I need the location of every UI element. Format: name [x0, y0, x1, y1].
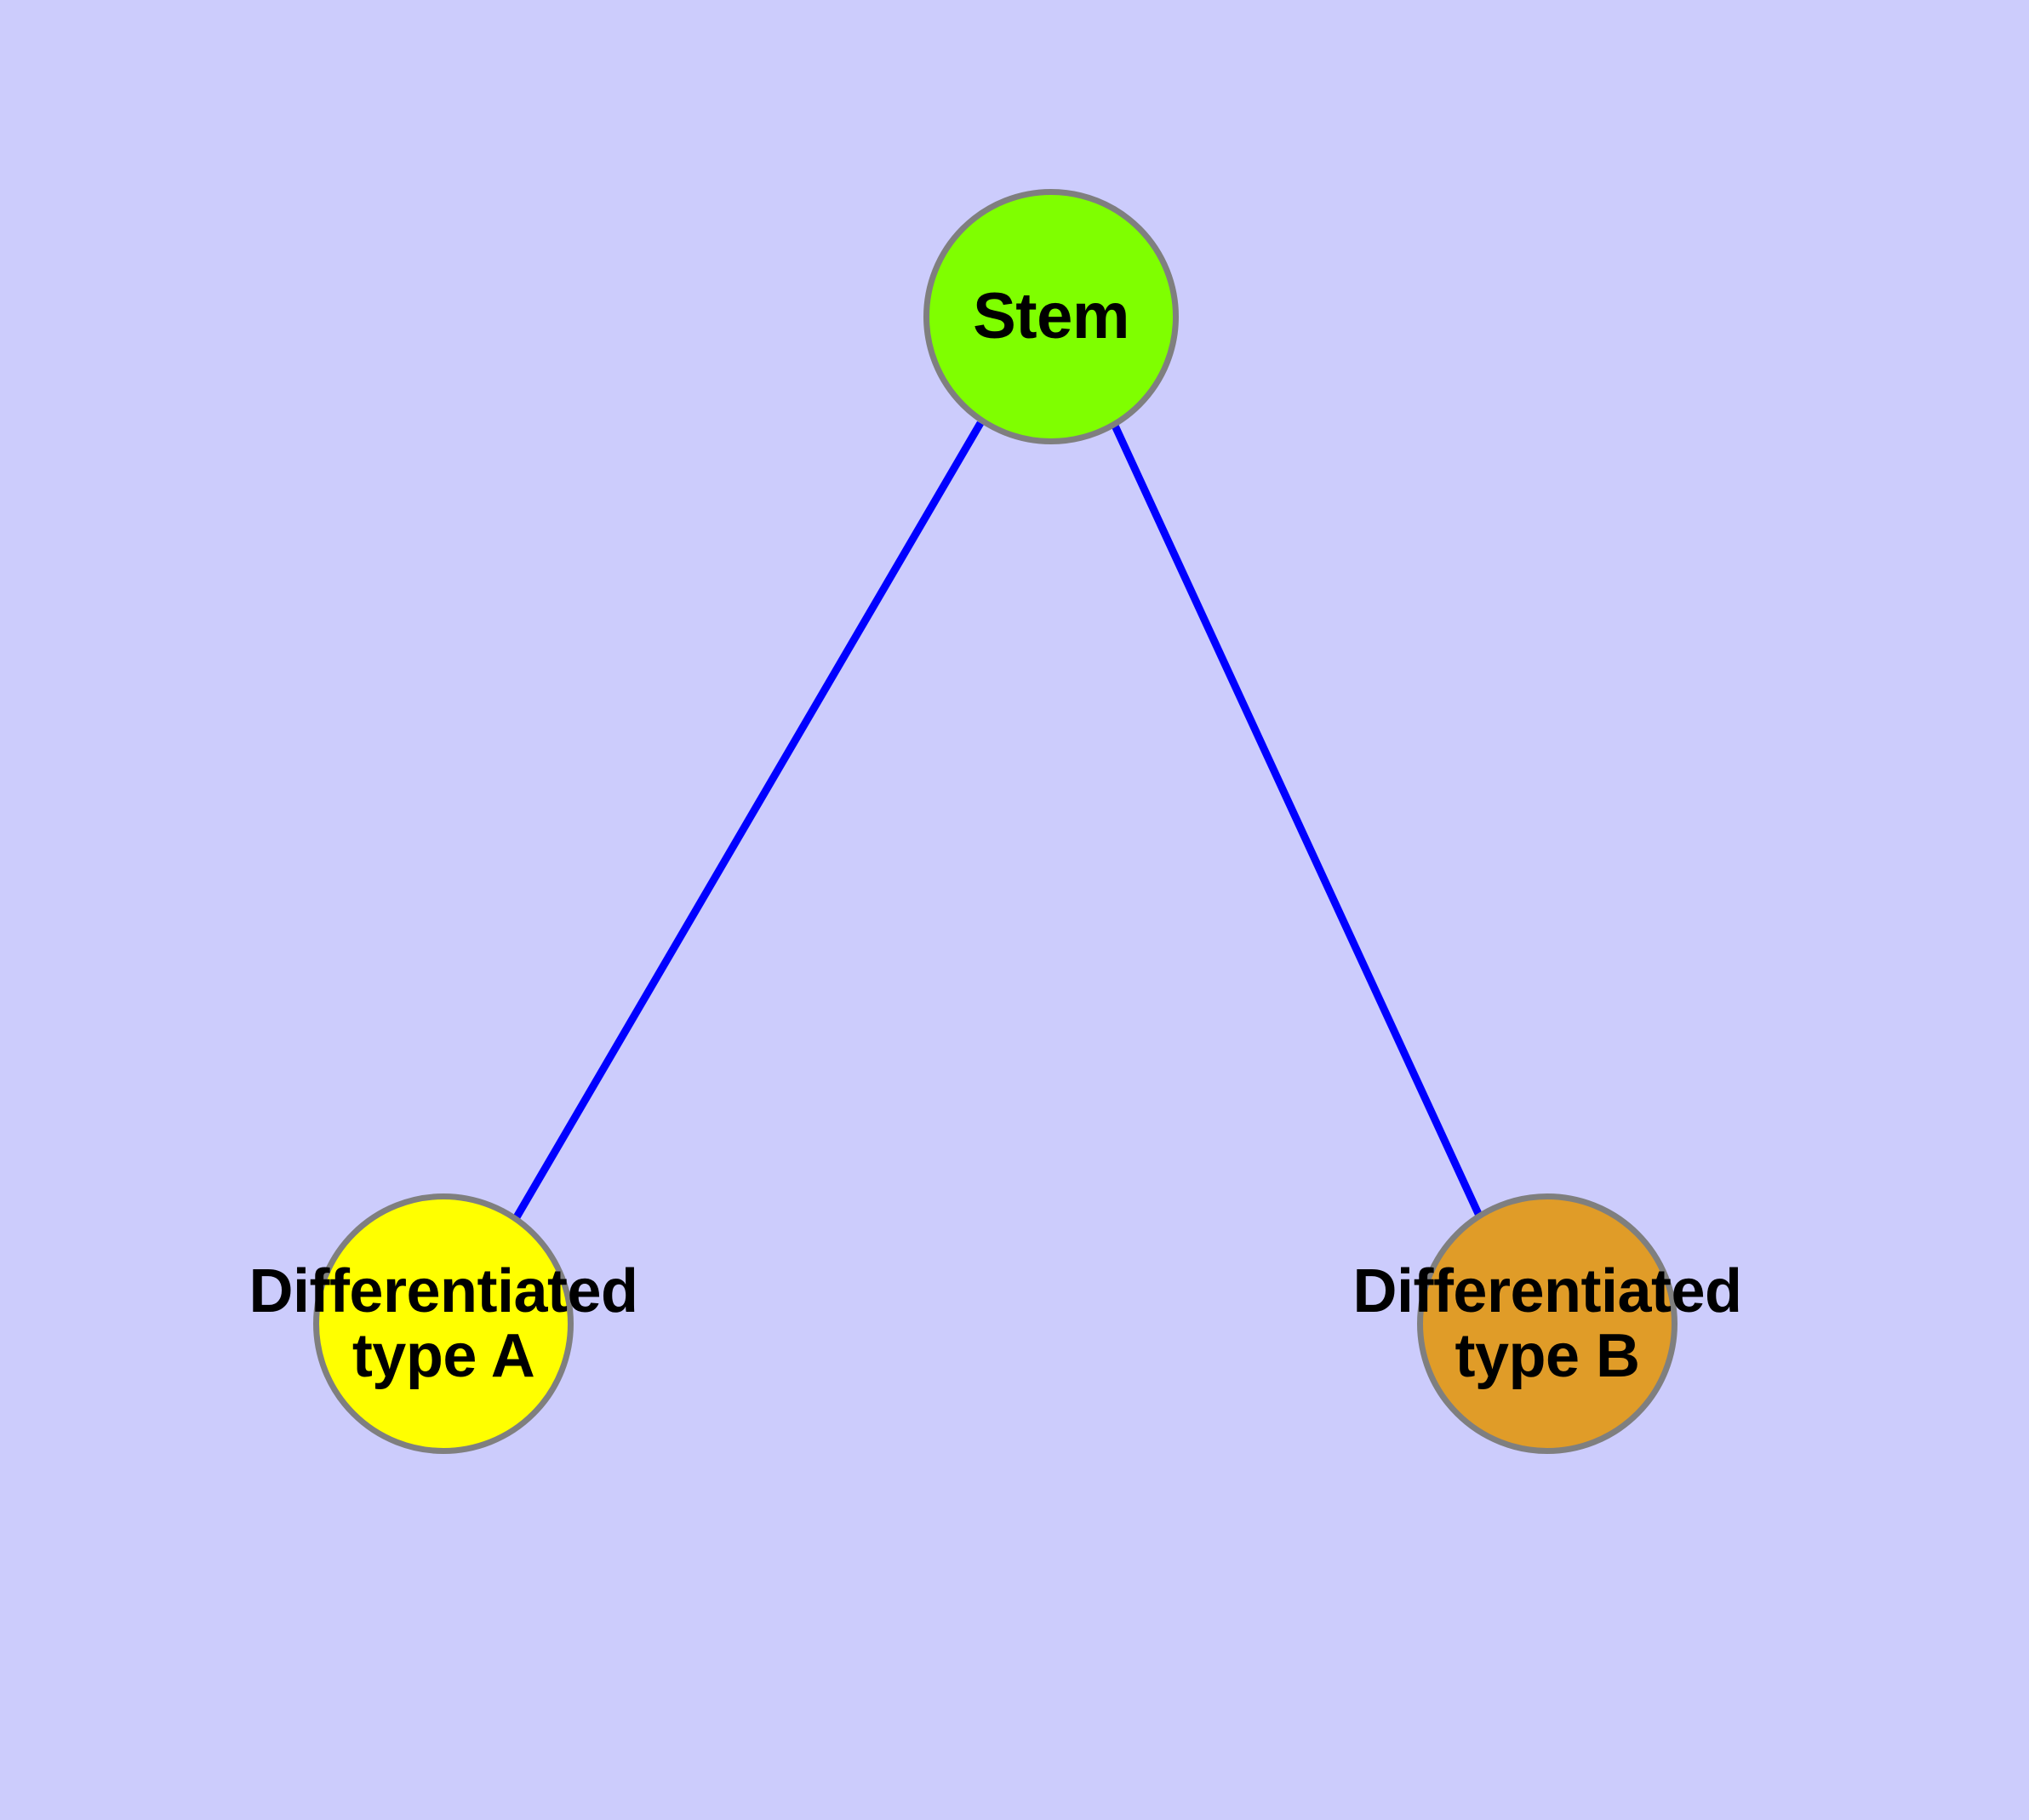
edge-stem-to-differentiated-type-b: [1111, 424, 1483, 1217]
node-differentiated-type-b[interactable]: [1417, 1193, 1677, 1454]
edge-stem-to-differentiated-type-a: [511, 421, 984, 1224]
node-differentiated-type-a[interactable]: [313, 1193, 574, 1454]
node-stem[interactable]: [923, 189, 1179, 444]
